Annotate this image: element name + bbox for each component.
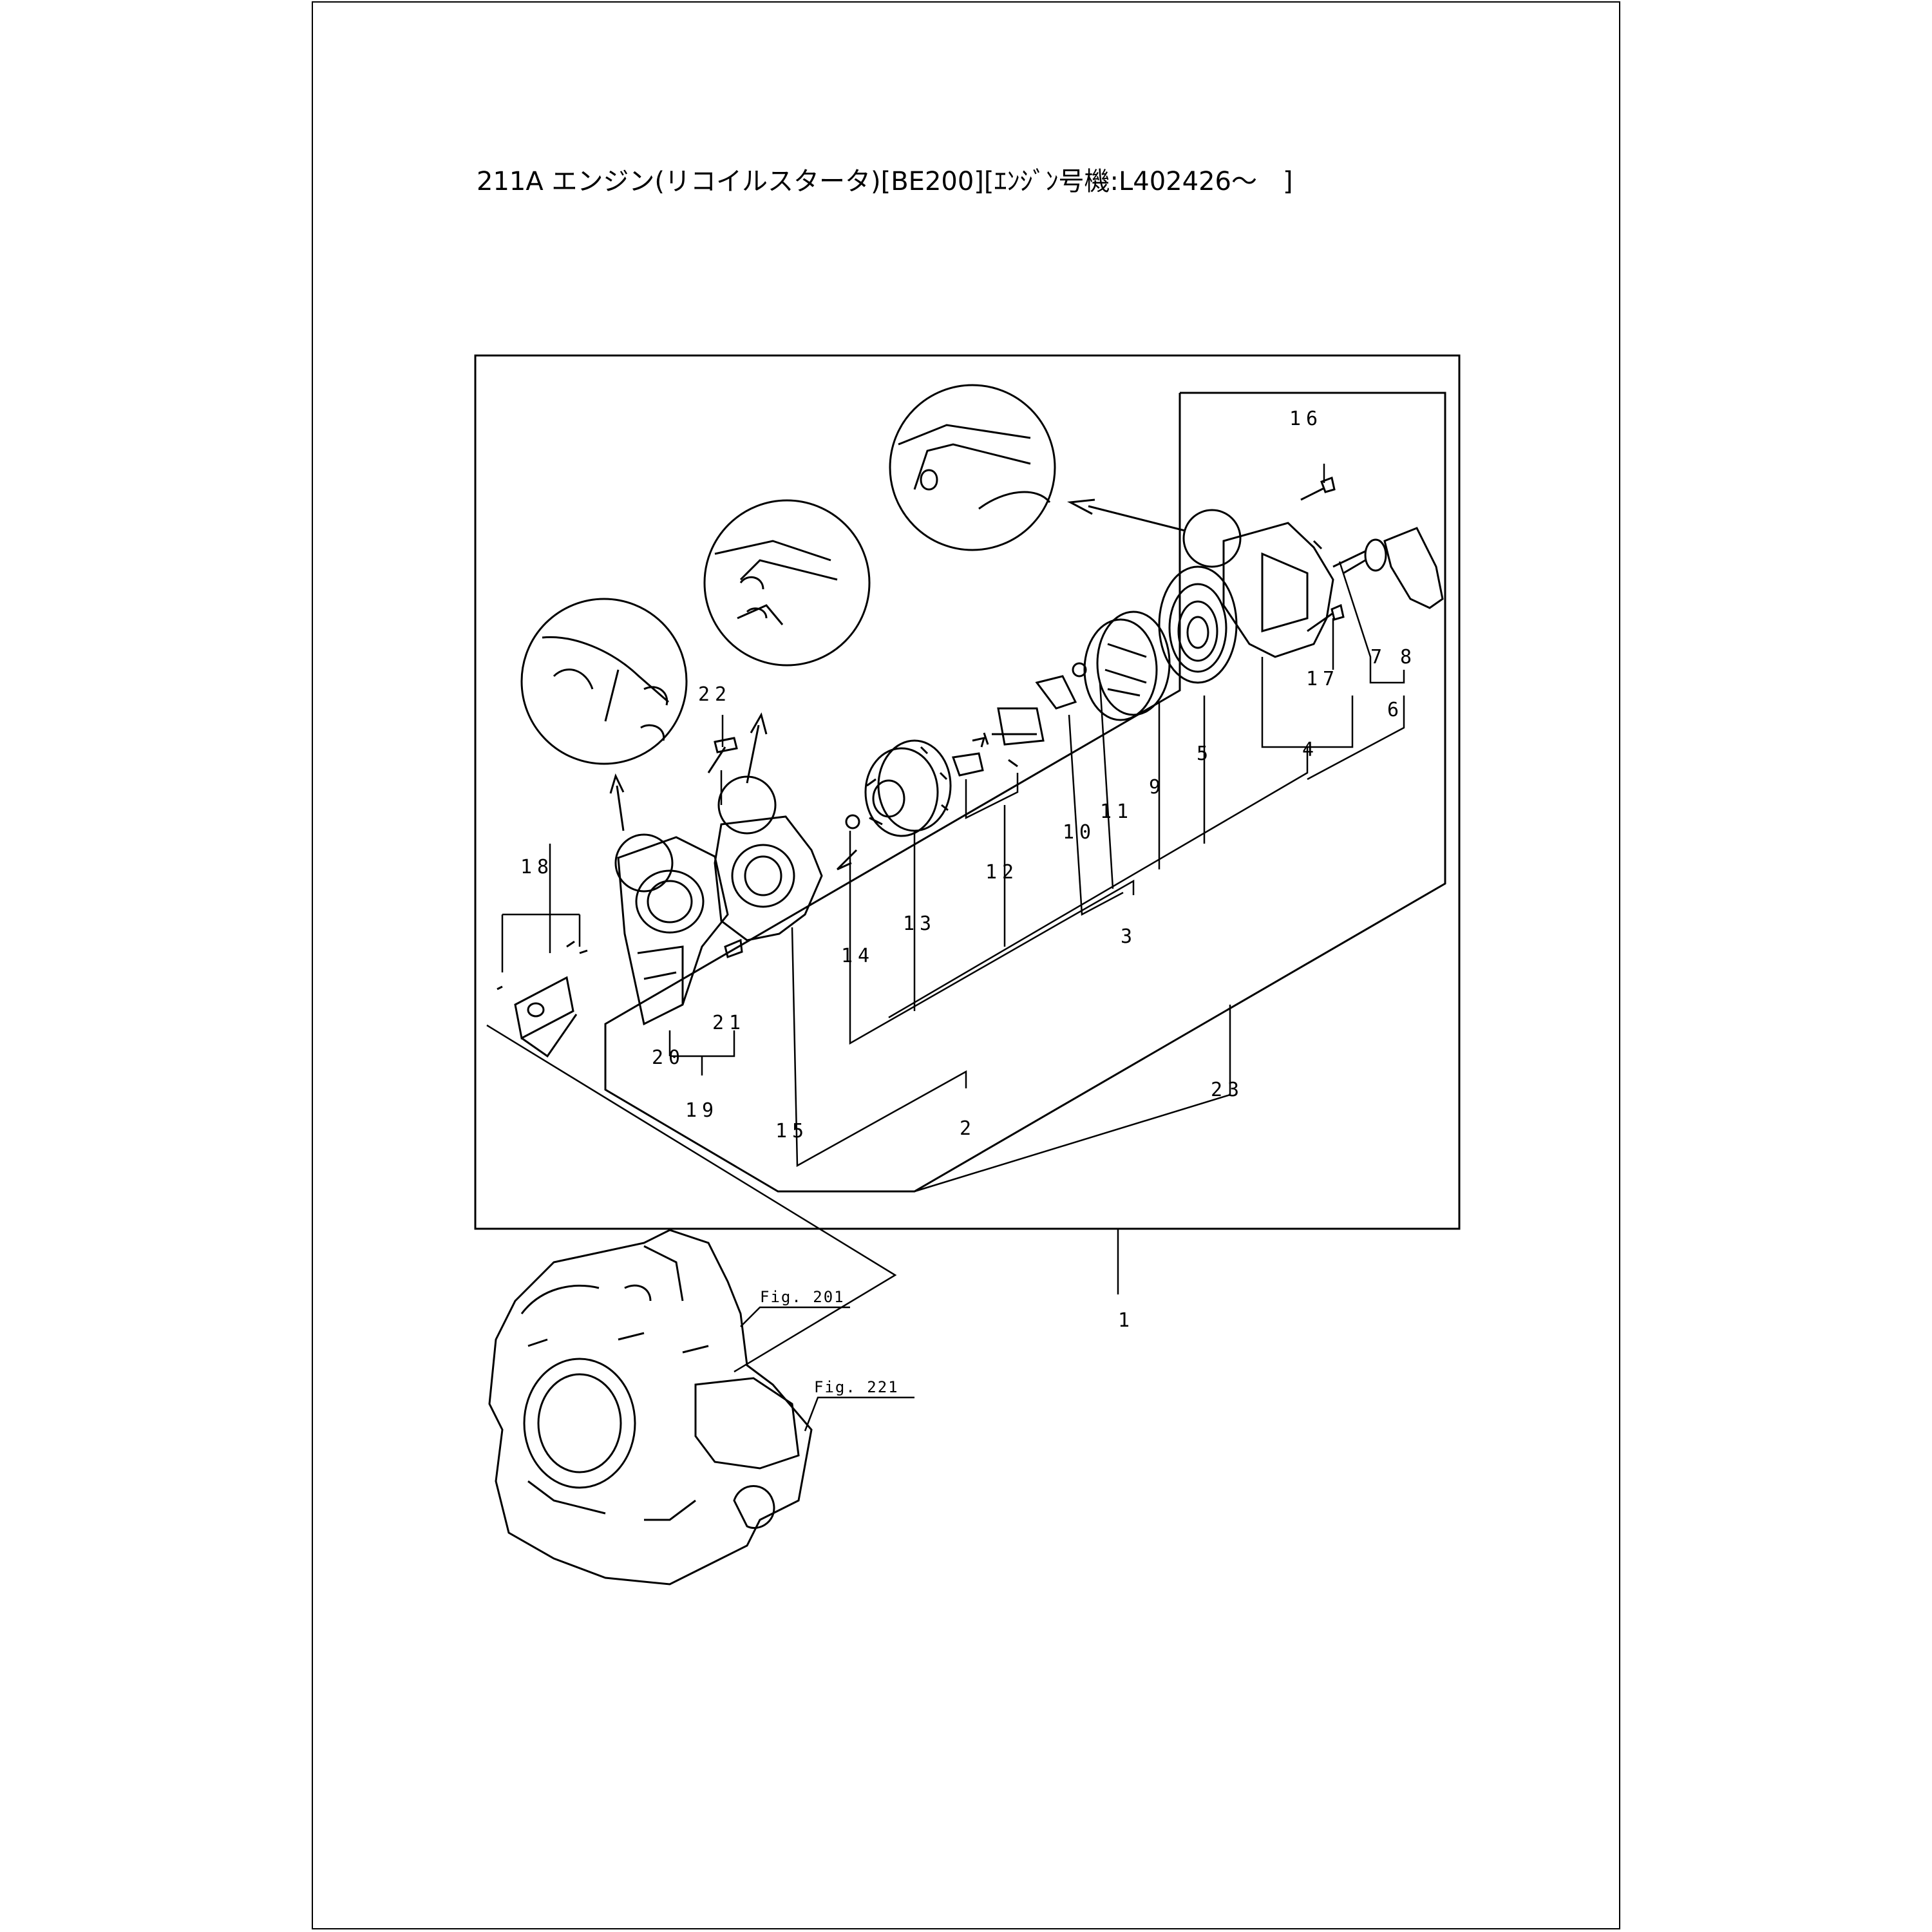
label-4: 4 xyxy=(1302,739,1319,761)
fig-ref-201: Fig. 201 xyxy=(760,1288,845,1306)
label-16: 16 xyxy=(1289,408,1323,430)
label-22: 22 xyxy=(698,683,732,706)
label-13: 13 xyxy=(903,913,936,935)
part-10-pawl xyxy=(1035,662,1087,710)
detail-circle-1 xyxy=(520,598,688,765)
part-4-case xyxy=(1222,522,1334,658)
ref-circle-b xyxy=(717,775,777,835)
part-18-cover xyxy=(497,940,588,1058)
part-13-reel xyxy=(845,739,952,837)
page-title: 211A エンジン(リコイルスタータ)[BE200][ｴﾝｼﾞﾝ号機:L4024… xyxy=(477,167,1293,196)
engine-illustration xyxy=(488,1229,813,1586)
ref-circle-c xyxy=(1182,509,1242,568)
label-20: 20 xyxy=(652,1046,685,1069)
detail-circle-2 xyxy=(703,499,871,667)
label-11: 11 xyxy=(1100,800,1133,823)
label-8: 8 xyxy=(1400,646,1417,668)
label-15: 15 xyxy=(775,1120,809,1142)
label-10: 10 xyxy=(1063,821,1096,844)
group-frame-23 xyxy=(604,392,1446,1193)
label-17: 17 xyxy=(1306,668,1340,690)
part-15-plate xyxy=(714,815,858,942)
label-6: 6 xyxy=(1387,699,1404,721)
fig-ref-221: Fig. 221 xyxy=(814,1378,899,1396)
label-3: 3 xyxy=(1121,925,1137,948)
arrow-detail-2 xyxy=(746,712,768,784)
label-7: 7 xyxy=(1370,646,1387,668)
label-19: 19 xyxy=(685,1099,719,1122)
label-2: 2 xyxy=(960,1117,976,1140)
screws xyxy=(714,476,1345,743)
label-1: 1 xyxy=(1118,1309,1135,1332)
label-21: 21 xyxy=(712,1012,746,1034)
label-23: 23 xyxy=(1211,1079,1244,1101)
label-12: 12 xyxy=(985,861,1019,884)
detail-circle-3 xyxy=(889,384,1056,551)
label-18: 18 xyxy=(520,856,554,878)
arrow-detail-1 xyxy=(609,773,625,831)
part-5-spring xyxy=(1158,565,1238,684)
leader-lines xyxy=(486,464,1405,1432)
part-8-handle xyxy=(1332,527,1444,609)
part-12-ratchet xyxy=(951,707,1045,777)
label-9: 9 xyxy=(1149,776,1166,799)
label-5: 5 xyxy=(1197,743,1213,765)
ref-circle-a xyxy=(614,833,674,893)
assembly-frame xyxy=(474,354,1461,1230)
arrow-detail-3 xyxy=(1066,498,1186,532)
label-14: 14 xyxy=(841,945,875,967)
part-20-housing xyxy=(617,737,743,1026)
part-9-plate xyxy=(1083,611,1171,721)
